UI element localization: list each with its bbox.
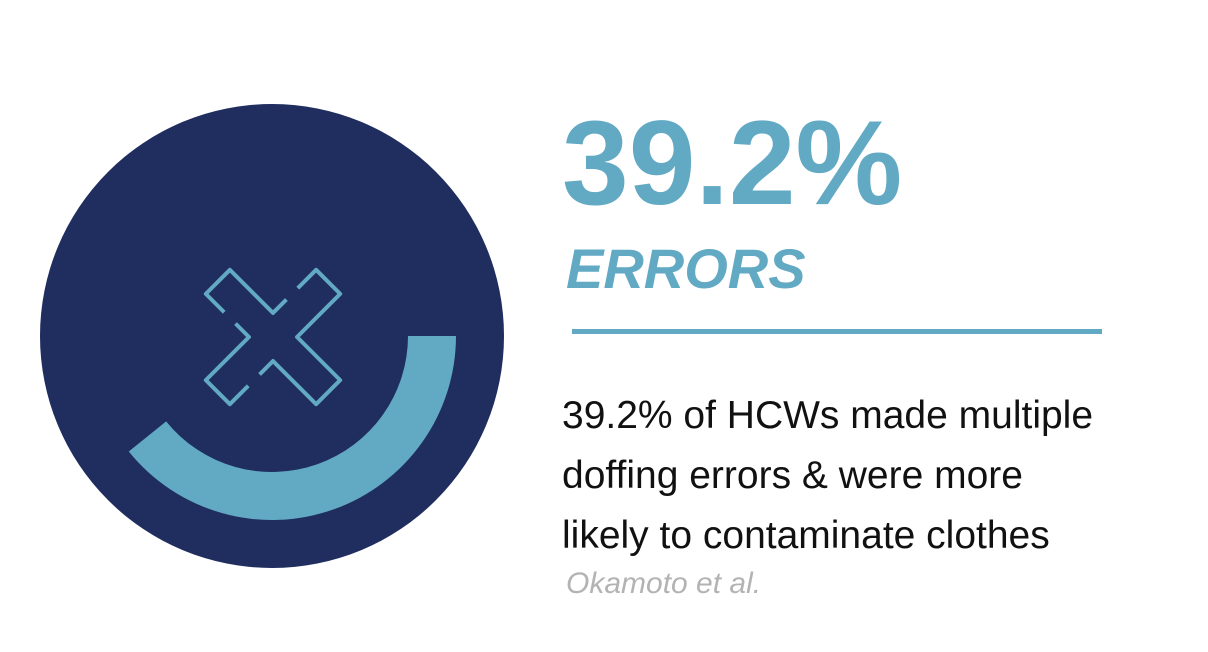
description-line: doffing errors & were more (562, 454, 1023, 497)
description: 39.2% of HCWs made multiple doffing erro… (562, 386, 1202, 566)
citation: Okamoto et al. (566, 567, 762, 600)
progress-gauge-graphic (40, 104, 504, 568)
gauge-progress-arc (128, 336, 456, 520)
description-line: 39.2% of HCWs made multiple (562, 394, 1094, 437)
x-mark-icon (203, 267, 343, 407)
stat-label: ERRORS (566, 237, 806, 300)
progress-gauge (40, 104, 504, 568)
divider (572, 329, 1102, 334)
stat-value: 39.2% (562, 96, 903, 230)
description-line: likely to contaminate clothes (562, 514, 1050, 557)
